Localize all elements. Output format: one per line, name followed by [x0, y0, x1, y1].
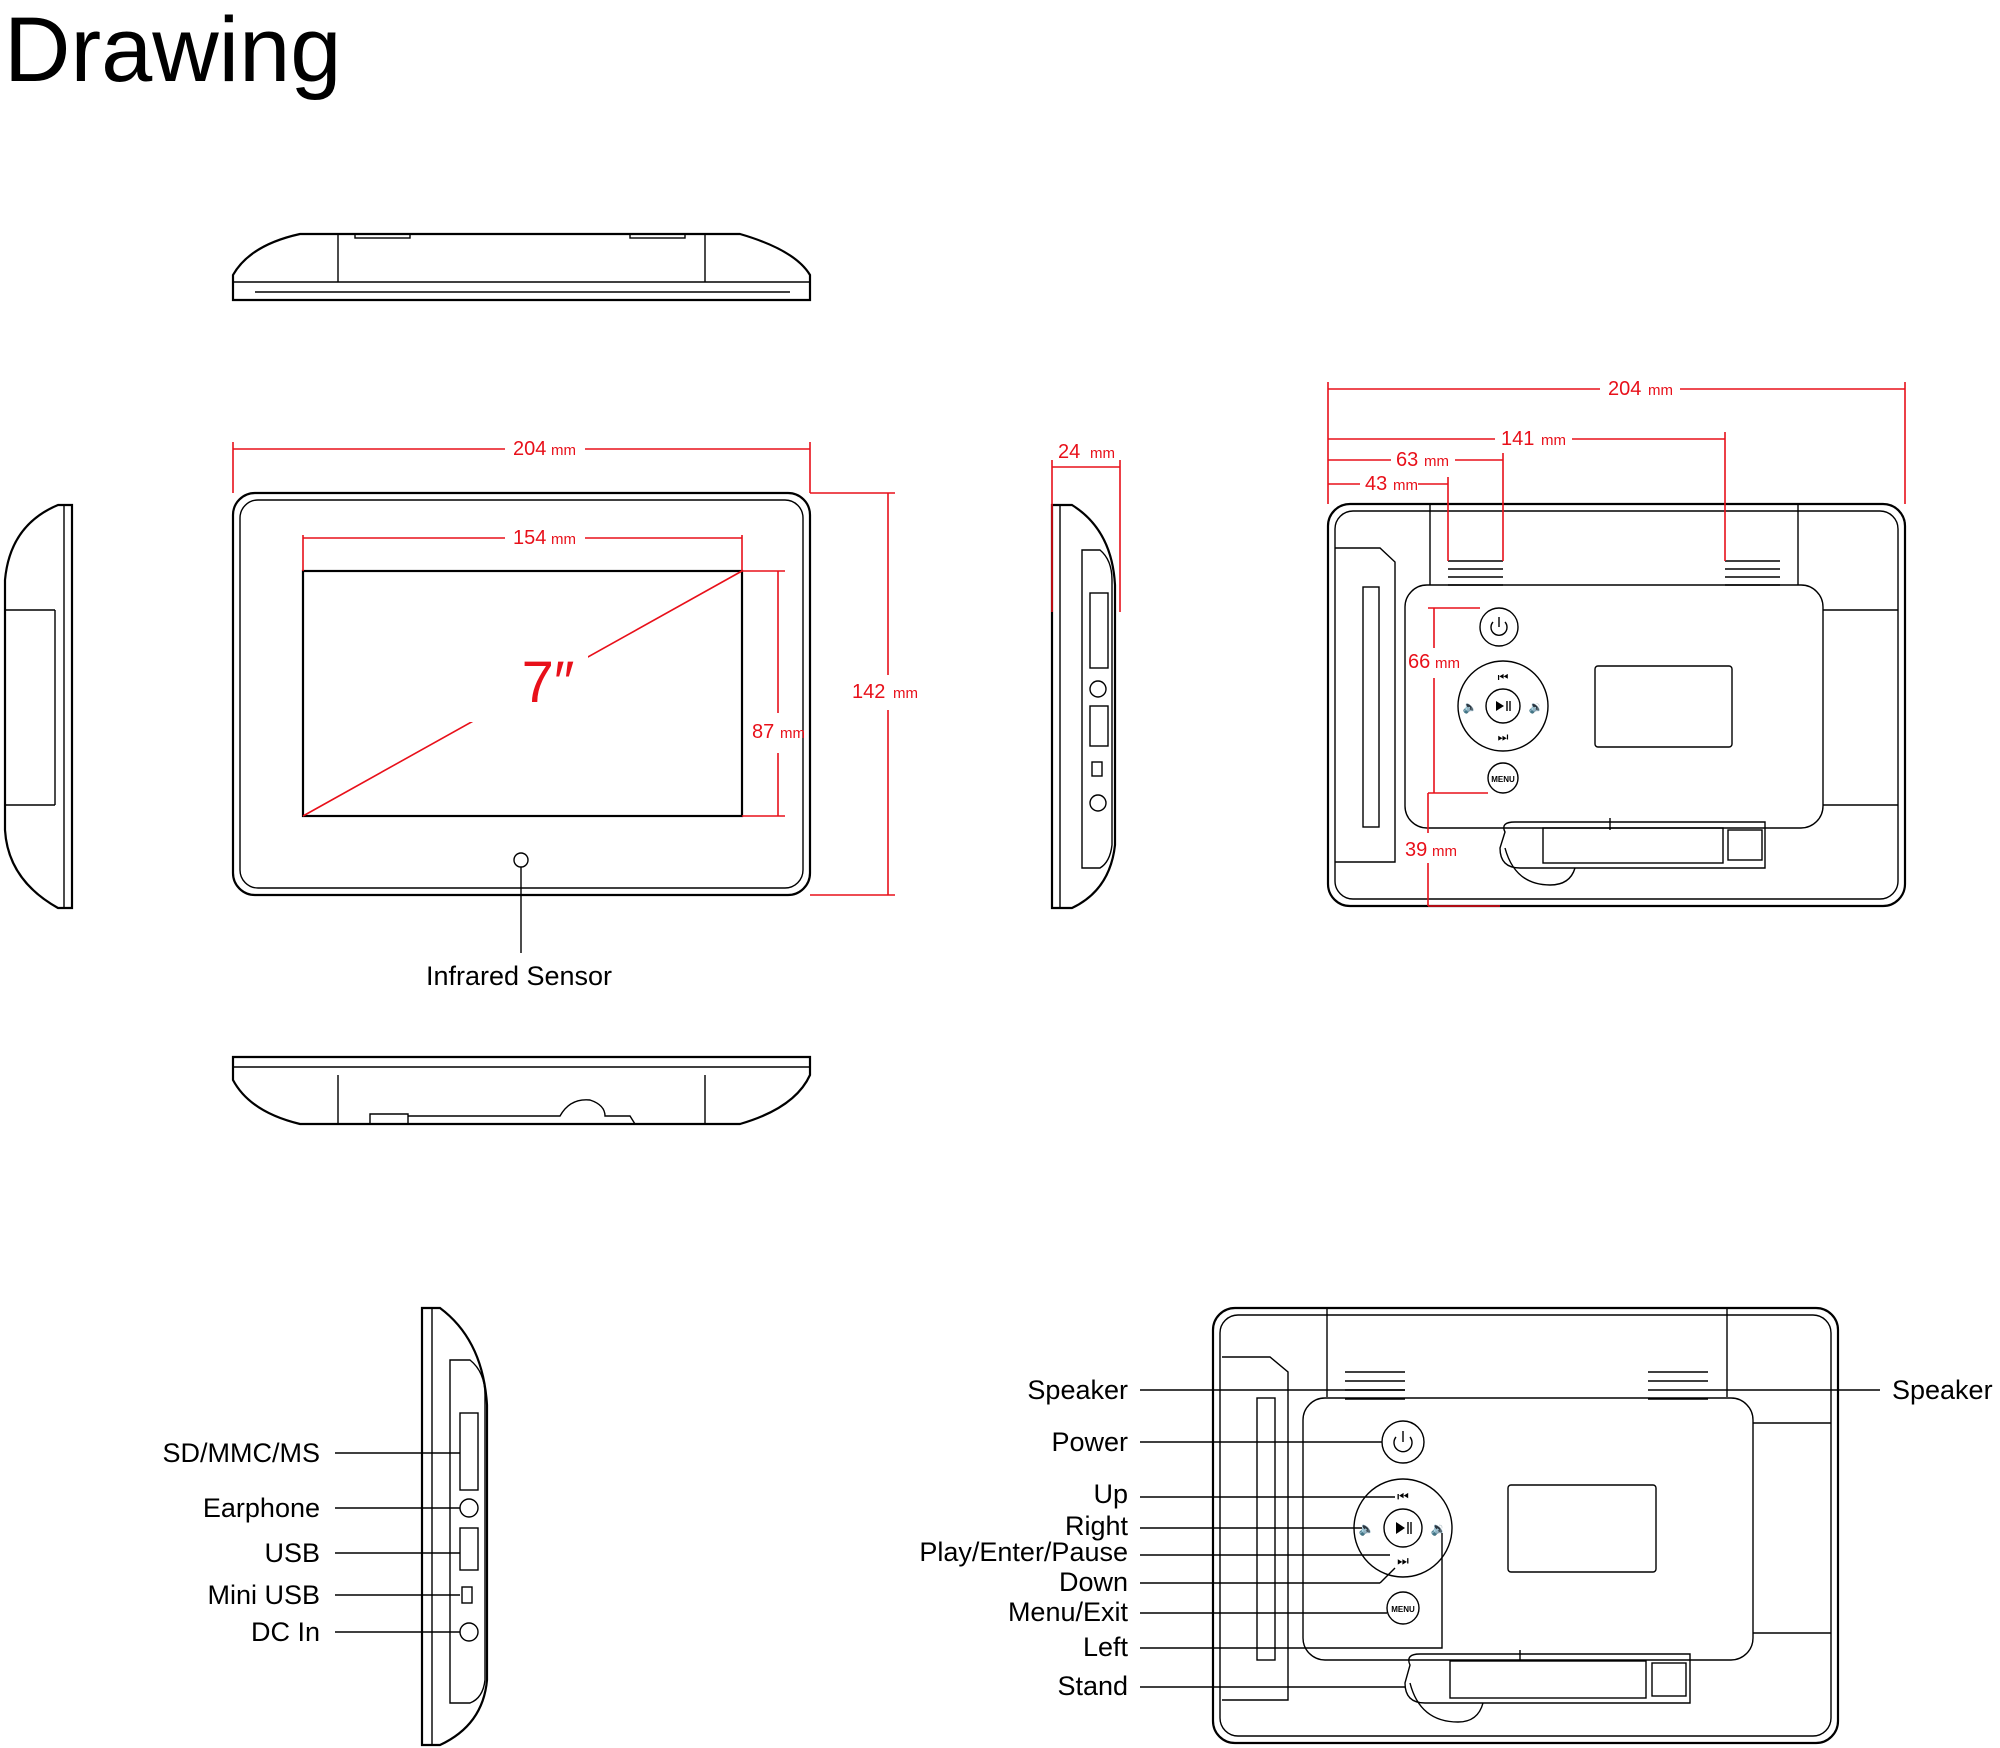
- screen-height-unit: mm: [780, 725, 805, 742]
- label-stand: Stand: [1057, 1671, 1128, 1701]
- back-39-value: 39: [1405, 839, 1427, 861]
- svg-text:⏭: ⏭: [1498, 730, 1509, 744]
- back-63-unit: mm: [1424, 453, 1449, 470]
- label-up: Up: [1093, 1479, 1128, 1509]
- label-earphone: Earphone: [203, 1493, 320, 1523]
- label-dc-in: DC In: [251, 1617, 320, 1647]
- svg-text:MENU: MENU: [1391, 1605, 1415, 1614]
- label-down: Down: [1059, 1567, 1128, 1597]
- play-enter-pause-icon: [1383, 1508, 1423, 1548]
- front-view: 7″ Infrared Sensor 204 mm 154 mm 87 mm 1…: [231, 438, 918, 991]
- screen-diagonal-label: 7″: [522, 650, 575, 715]
- front-height-value: 142: [852, 681, 885, 703]
- front-height-unit: mm: [893, 685, 918, 702]
- svg-text:MENU: MENU: [1491, 775, 1515, 784]
- label-sd-mmc-ms: SD/MMC/MS: [163, 1438, 321, 1468]
- label-menu-exit: Menu/Exit: [1008, 1597, 1129, 1627]
- label-right: Right: [1065, 1511, 1129, 1541]
- depth-unit: mm: [1090, 445, 1115, 462]
- play-pause-icon: [1485, 688, 1521, 724]
- svg-text:🔉: 🔉: [1529, 700, 1544, 714]
- label-mini-usb: Mini USB: [207, 1580, 320, 1610]
- screen-width-unit: mm: [551, 531, 576, 548]
- earphone-jack: [459, 1498, 479, 1518]
- page-title: Drawing: [4, 0, 342, 101]
- back-view-dimensioned: ⏮ ⏭ 🔈 🔉 MENU 204 mm 141 mm 63 mm: [1326, 378, 1907, 908]
- infrared-sensor-icon: [513, 852, 529, 868]
- svg-text:⏮: ⏮: [1498, 670, 1509, 684]
- back-141-value: 141: [1501, 428, 1534, 450]
- svg-text:⏭: ⏭: [1397, 1554, 1409, 1569]
- menu-exit-icon: [1386, 1591, 1420, 1625]
- svg-text:🔉: 🔉: [1431, 1522, 1447, 1537]
- power-icon: [1479, 607, 1519, 647]
- back-63-value: 63: [1396, 449, 1418, 471]
- back-66-value: 66: [1408, 651, 1430, 673]
- back-39-unit: mm: [1432, 843, 1457, 860]
- svg-text:⏮: ⏮: [1397, 1490, 1409, 1505]
- back-43-unit: mm: [1393, 477, 1418, 494]
- mini-usb-port: [461, 1586, 473, 1604]
- front-width-unit: mm: [551, 442, 576, 459]
- usb-port: [459, 1527, 479, 1571]
- right-side-view: 24 mm: [1050, 441, 1121, 910]
- back-141-unit: mm: [1541, 432, 1566, 449]
- label-usb: USB: [264, 1538, 320, 1568]
- menu-icon: [1487, 762, 1519, 794]
- infrared-sensor-label: Infrared Sensor: [426, 961, 612, 991]
- side-ports-view: SD/MMC/MS Earphone USB Mini USB DC In: [163, 1306, 489, 1747]
- back-66-unit: mm: [1435, 655, 1460, 672]
- label-power: Power: [1051, 1427, 1128, 1457]
- label-speaker-left: Speaker: [1027, 1375, 1128, 1405]
- label-left: Left: [1083, 1632, 1129, 1662]
- label-play-enter-pause: Play/Enter/Pause: [919, 1537, 1128, 1567]
- label-speaker-right: Speaker: [1892, 1375, 1993, 1405]
- top-view: [231, 232, 812, 302]
- svg-text:🔈: 🔈: [1463, 700, 1478, 714]
- back-43-value: 43: [1365, 473, 1387, 495]
- screen-height-value: 87: [752, 721, 774, 743]
- sd-slot: [459, 1412, 479, 1491]
- svg-text:🔈: 🔈: [1359, 1522, 1375, 1537]
- screen-width-value: 154: [513, 527, 546, 549]
- dc-in-jack: [459, 1622, 479, 1642]
- back-width-value: 204: [1608, 378, 1641, 400]
- front-width-value: 204: [513, 438, 546, 460]
- depth-value: 24: [1058, 441, 1080, 463]
- back-width-unit: mm: [1648, 382, 1673, 399]
- left-side-view: [3, 503, 74, 910]
- bottom-view: [231, 1055, 812, 1126]
- back-view-labeled: ⏮ ⏭ 🔈 🔉 MENU Speaker Speaker Power Up Ri…: [919, 1306, 1993, 1745]
